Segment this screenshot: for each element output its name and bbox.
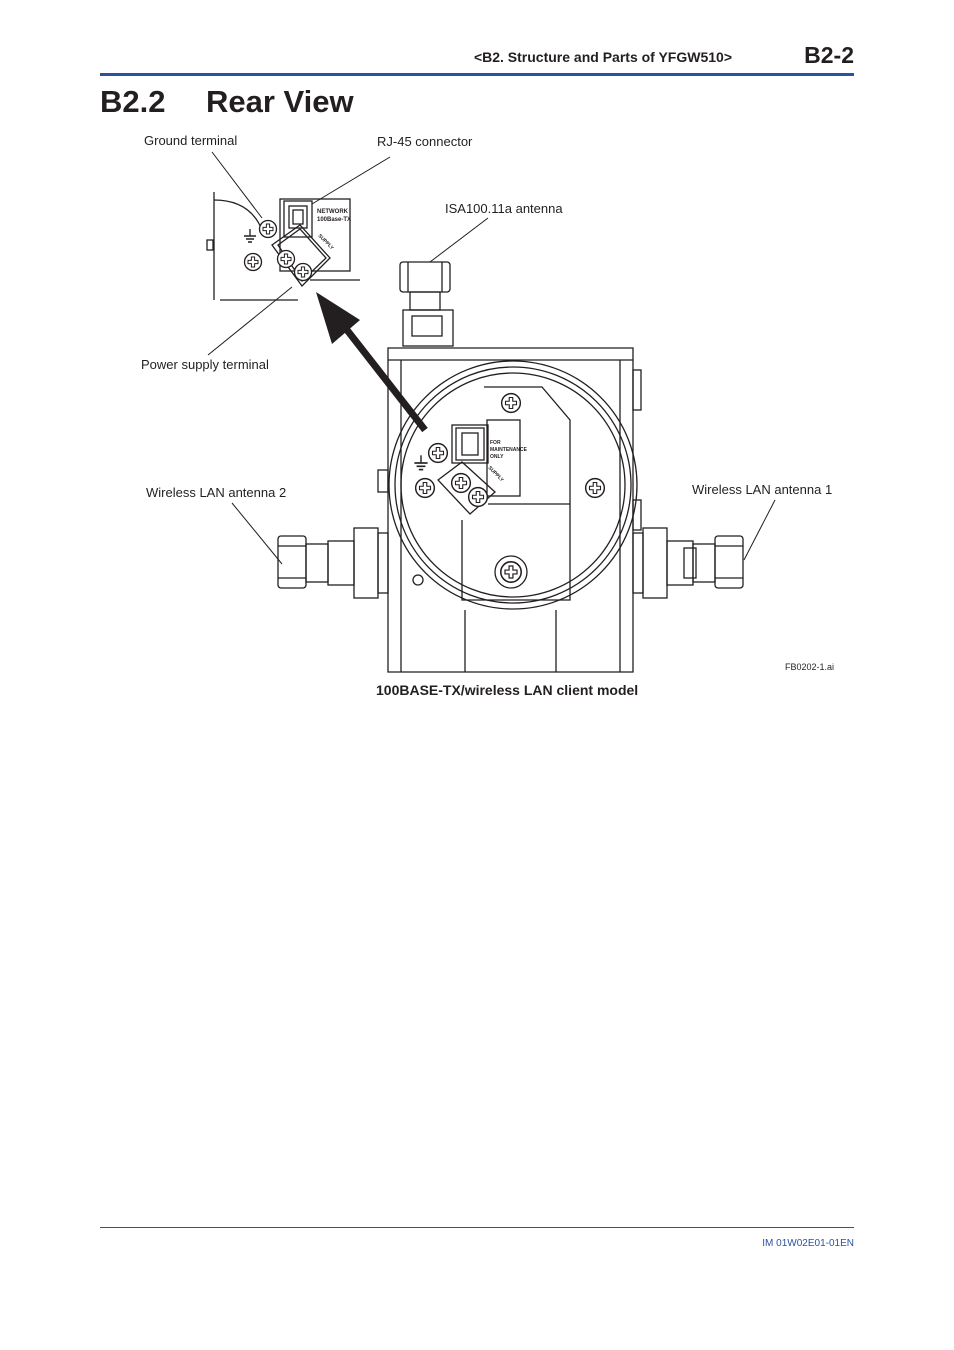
detail-arrow-head (316, 292, 360, 344)
detail-arrow (344, 327, 428, 433)
inset-supply-marking: SUPPLY (317, 233, 336, 252)
inset-network-type-marking: 100Base-TX (317, 217, 351, 223)
section-heading: B2.2 Rear View (100, 84, 354, 120)
main-unit (277, 261, 744, 673)
document-id: IM 01W02E01-01EN (762, 1238, 854, 1249)
figure-id: FB0202-1.ai (785, 662, 835, 672)
figure-caption: 100BASE-TX/wireless LAN client model (376, 682, 639, 698)
wlan-antenna-2-label: Wireless LAN antenna 2 (146, 485, 287, 500)
main-supply-marking: SUPPLY (487, 465, 506, 484)
isa-antenna-label: ISA100.11a antenna (445, 201, 563, 216)
leader-lines (207, 151, 776, 565)
footer-rule (100, 1227, 854, 1228)
inset-network-marking: NETWORK (317, 209, 349, 215)
running-header-title: <B2. Structure and Parts of YFGW510> (473, 49, 732, 65)
rj45-connector-label: RJ-45 connector (377, 134, 473, 149)
ground-terminal-label: Ground terminal (144, 133, 238, 148)
wlan-antenna-1-label: Wireless LAN antenna 1 (692, 482, 833, 497)
main-for-marking: FOR (490, 440, 501, 446)
rear-view-figure: NETWORK 100Base-TX SUPPLY (206, 151, 776, 673)
power-supply-terminal-label: Power supply terminal (141, 357, 269, 372)
main-only-marking: ONLY (490, 454, 504, 460)
section-number: B2.2 (100, 84, 166, 119)
section-title: Rear View (206, 84, 354, 119)
page-number: B2-2 (804, 42, 854, 68)
main-maintenance-marking: MAINTENANCE (490, 447, 528, 453)
inset-detail (206, 192, 360, 301)
header-rule (100, 73, 854, 76)
